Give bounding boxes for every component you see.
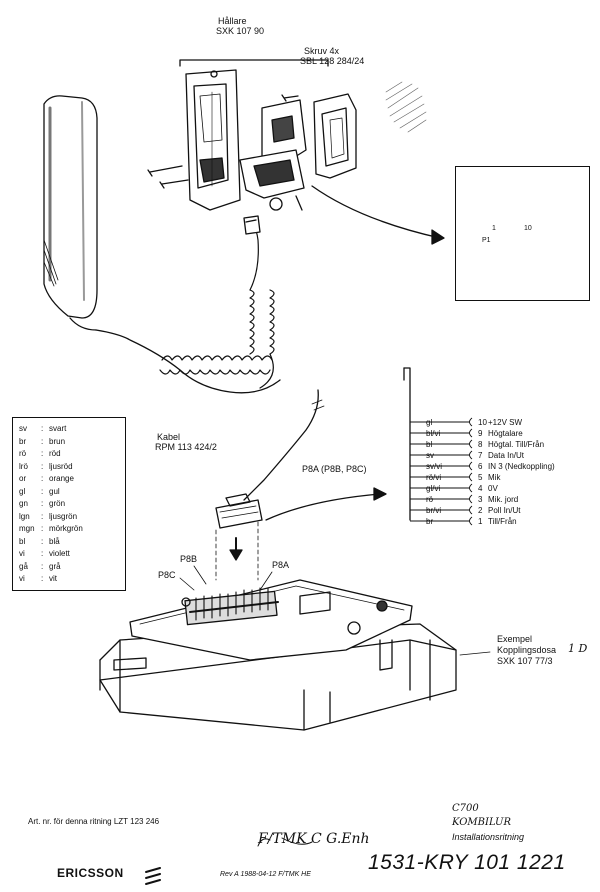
label-kopplingsdosa-code: SXK 107 77/3 (497, 656, 553, 666)
label-p8b: P8B (180, 554, 198, 564)
label-kopplingsdosa: Kopplingsdosa (497, 645, 557, 655)
ericsson-logo-mark (145, 867, 161, 885)
detail-label-10: 10 (524, 225, 532, 232)
junction-box (99, 623, 457, 731)
holder-bracket (179, 59, 329, 67)
doc-number: 1531-KRY 101 1221 (368, 851, 566, 874)
label-p8a: P8A (272, 560, 290, 570)
connector-block (215, 493, 263, 529)
detail-label-p1: P1 (482, 237, 491, 244)
product: KOMBILUR (452, 817, 511, 828)
screws (147, 94, 303, 211)
leader-kopplingsdosa (459, 651, 491, 656)
detail-box (455, 166, 590, 301)
detail-label-1: 1 (492, 225, 496, 232)
handset (43, 95, 98, 331)
label-skruv-code: SBL 128 284/24 (300, 56, 365, 66)
label-p8c: P8C (158, 570, 176, 580)
detail-arrow (311, 185, 441, 239)
cable-main (243, 389, 319, 501)
label-p8a-ref: P8A (P8B, P8C) (302, 464, 367, 474)
pinout-arrow (265, 493, 381, 521)
pinout-strip (403, 367, 411, 521)
color-legend: sv:svart br:brun rö:röd lrö:ljusröd or:o… (12, 417, 126, 591)
pcb (129, 579, 413, 661)
label-kabel-code: RPM 113 424/2 (155, 442, 217, 452)
revision: Rev A 1988-04-12 F/TMK HE (220, 871, 311, 878)
doc-type: Installationsritning (452, 832, 525, 842)
mounting-plate (239, 99, 307, 211)
label-hallare: Hållare (218, 16, 247, 26)
company-logo: ERICSSON (57, 866, 124, 880)
label-kopplingsdosa-mark: 1 D (568, 642, 588, 655)
label-kabel: Kabel (157, 432, 181, 442)
model: C700 (452, 803, 479, 814)
holder-back (313, 93, 357, 179)
label-skruv: Skruv 4x (304, 46, 340, 56)
label-exempel: Exempel (497, 634, 533, 644)
wall-texture (385, 81, 427, 133)
coiled-cord (159, 219, 275, 389)
label-hallare-code: SXK 107 90 (216, 26, 265, 36)
phone-connector (243, 215, 261, 235)
art-nr: Art. nr. för denna ritning LZT 123 246 (28, 817, 160, 826)
signature-scribble (257, 837, 313, 847)
holder-front (185, 69, 241, 211)
signature: F/TMK C G.Enh (258, 831, 370, 847)
